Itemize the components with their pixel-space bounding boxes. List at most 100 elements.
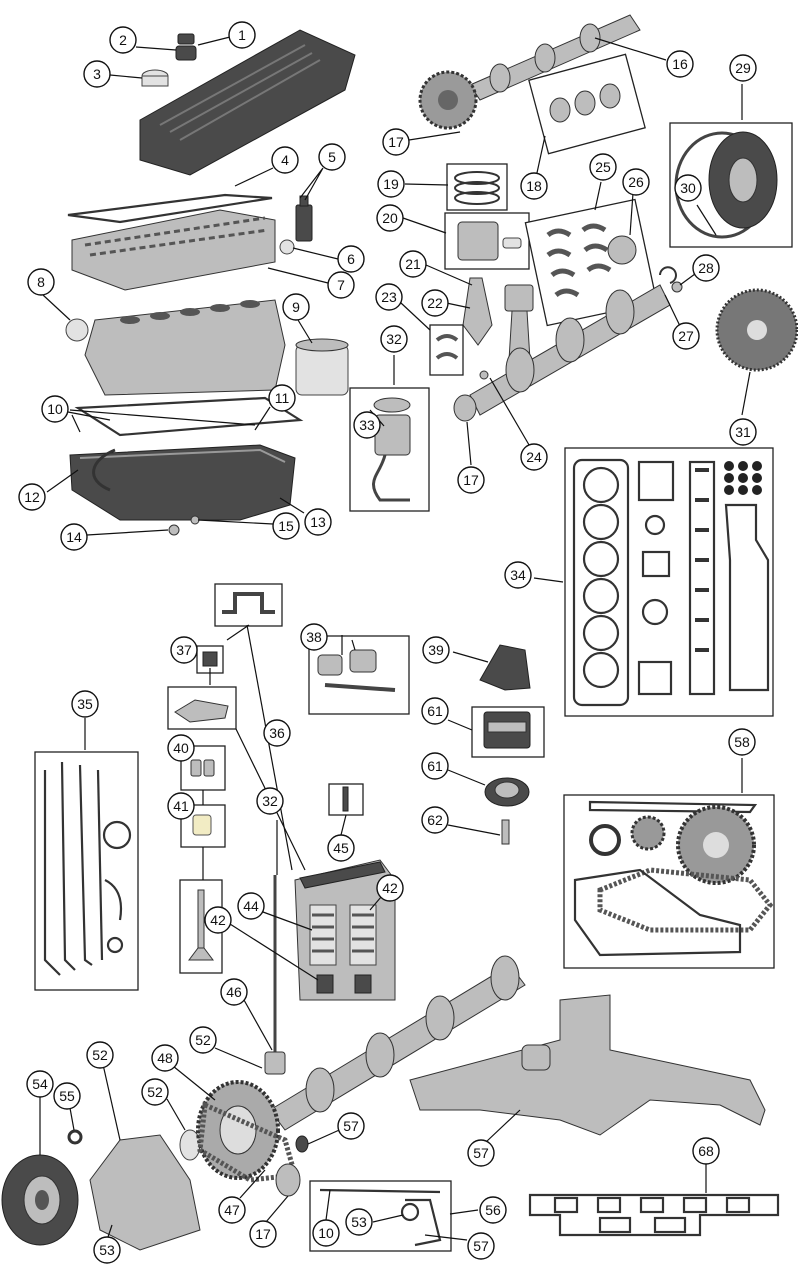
svg-text:17: 17: [463, 472, 479, 488]
svg-text:13: 13: [310, 514, 326, 530]
callout-34: 34: [504, 561, 532, 589]
callout-56: 56: [479, 1196, 507, 1224]
svg-text:24: 24: [526, 449, 542, 465]
callout-11: 11: [268, 384, 296, 412]
freeze-plug: [279, 239, 295, 255]
callout-24: 24: [520, 443, 548, 471]
sealant-tube: [295, 195, 313, 242]
callout-25: 25: [589, 153, 617, 181]
svg-text:37: 37: [176, 642, 192, 658]
callout-9: 9: [282, 293, 310, 321]
callout-4: 4: [271, 146, 299, 174]
svg-text:12: 12: [24, 489, 40, 505]
svg-text:27: 27: [678, 328, 694, 344]
svg-text:32: 32: [386, 331, 402, 347]
piston-rings: [454, 171, 500, 205]
svg-text:44: 44: [243, 898, 259, 914]
callout-32-top: 32: [380, 325, 408, 353]
svg-text:3: 3: [93, 66, 101, 82]
rod-bearing: [429, 324, 464, 376]
sensor: [501, 819, 510, 845]
callout-55: 55: [53, 1082, 81, 1110]
svg-text:4: 4: [281, 152, 289, 168]
svg-text:2: 2: [119, 32, 127, 48]
balancer-flywheel: [708, 131, 778, 229]
callout-38: 38: [300, 623, 328, 651]
svg-text:26: 26: [628, 174, 644, 190]
head-gasket: [572, 458, 630, 707]
rocker-arm: [174, 699, 229, 723]
pan-gaskets: [43, 761, 132, 976]
oil-pan-gasket: [74, 396, 304, 437]
svg-text:62: 62: [427, 812, 443, 828]
callout-12: 12: [18, 483, 46, 511]
callout-10: 10: [41, 395, 69, 423]
svg-text:15: 15: [278, 518, 294, 534]
svg-text:34: 34: [510, 567, 526, 583]
callout-54: 54: [26, 1070, 54, 1098]
callout-19: 19: [377, 170, 405, 198]
svg-text:52: 52: [147, 1084, 163, 1100]
oil-filler-cap: [175, 33, 197, 61]
oil-pickup-tube: [92, 448, 116, 492]
svg-text:36: 36: [269, 725, 285, 741]
cam-bearings: [549, 83, 621, 123]
svg-text:8: 8: [37, 274, 45, 290]
valve-cover-gasket: [67, 193, 273, 224]
rocker-bridge-box: [214, 583, 283, 627]
callout-53-cover: 53: [93, 1236, 121, 1264]
callout-61-a: 61: [421, 697, 449, 725]
svg-text:41: 41: [173, 798, 189, 814]
svg-text:57: 57: [473, 1145, 489, 1161]
timing-chain: [597, 867, 774, 933]
breather-cap: [141, 69, 169, 87]
vibration-damper: [1, 1154, 79, 1246]
cam-sprocket-upper: [418, 70, 478, 130]
head-cutaway: [294, 859, 396, 1001]
callout-22: 22: [421, 289, 449, 317]
svg-text:57: 57: [473, 1238, 489, 1254]
callout-13: 13: [304, 508, 332, 536]
crankshaft: [469, 284, 671, 416]
svg-text:53: 53: [99, 1242, 115, 1258]
valve-keepers: [190, 759, 215, 777]
svg-text:40: 40: [173, 740, 189, 756]
callout-57-manifold: 57: [467, 1139, 495, 1167]
callout-47: 47: [218, 1196, 246, 1224]
svg-text:5: 5: [328, 149, 336, 165]
svg-text:32: 32: [262, 793, 278, 809]
callout-57-kit: 57: [467, 1232, 495, 1260]
svg-text:19: 19: [383, 176, 399, 192]
callout-57-cam: 57: [337, 1112, 365, 1140]
callout-42-left: 42: [204, 906, 232, 934]
head-gasket-kit-box: [564, 447, 774, 717]
callout-10-bottom: 10: [312, 1219, 340, 1247]
callout-46: 46: [220, 978, 248, 1006]
callout-53-kit: 53: [345, 1208, 373, 1236]
svg-text:10: 10: [47, 401, 63, 417]
svg-text:21: 21: [405, 256, 421, 272]
small-gaskets: [637, 460, 675, 696]
timing-seal: [589, 824, 621, 856]
svg-text:17: 17: [388, 134, 404, 150]
svg-text:45: 45: [333, 840, 349, 856]
callout-29: 29: [729, 54, 757, 82]
callout-28: 28: [692, 254, 720, 282]
timing-chain-lower: [197, 1101, 299, 1183]
svg-text:16: 16: [672, 56, 688, 72]
svg-text:1: 1: [238, 27, 246, 43]
svg-text:53: 53: [351, 1214, 367, 1230]
thrust-bearing: [607, 235, 637, 265]
intake-gasket-strip: [688, 460, 716, 696]
timing-cover: [89, 1134, 201, 1251]
svg-text:57: 57: [343, 1118, 359, 1134]
oil-filter: [295, 338, 349, 396]
piston-rod-assembly: [504, 284, 534, 361]
lifter: [264, 1051, 286, 1075]
callout-36: 36: [263, 719, 291, 747]
callout-33: 33: [353, 411, 381, 439]
callout-15: 15: [272, 512, 300, 540]
callout-52-left: 52: [141, 1078, 169, 1106]
callout-68: 68: [692, 1137, 720, 1165]
svg-text:38: 38: [306, 629, 322, 645]
